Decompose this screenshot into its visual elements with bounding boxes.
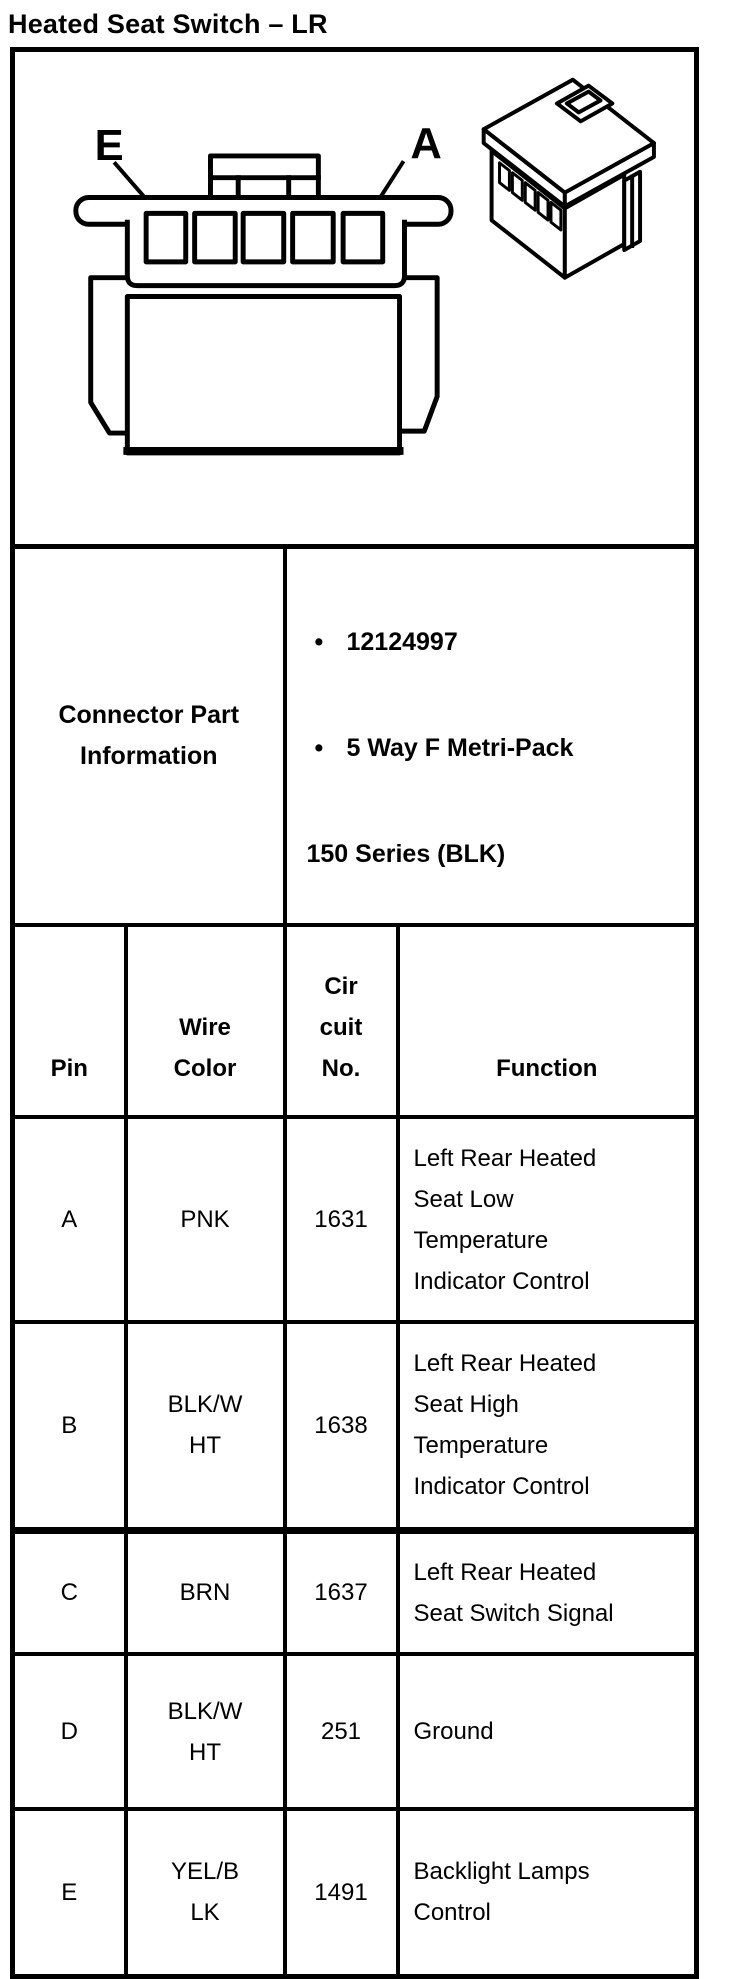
table-row: B BLK/W HT 1638 Left Rear Heated Seat Hi… (10, 1320, 699, 1534)
bullet-icon: • (314, 734, 324, 762)
circuit-no-cell: 1638 (282, 1320, 400, 1534)
table-row: C BRN 1637 Left Rear Heated Seat Switch … (10, 1528, 699, 1656)
right-wing (402, 275, 440, 434)
connector-part-info-row: Connector Part Information • 12124997 • … (10, 544, 699, 927)
left-wing (88, 275, 130, 436)
connector-series: 150 Series (BLK) (306, 840, 506, 868)
function-cell: Left Rear Heated Seat Low Temperature In… (395, 1115, 699, 1324)
table-row: A PNK 1631 Left Rear Heated Seat Low Tem… (10, 1115, 699, 1324)
pin-slot-e (143, 210, 189, 265)
header-wire-color: Wire Color (123, 923, 287, 1119)
wire-color-cell: BRN (123, 1528, 287, 1656)
connector-part-info-label: Connector Part Information (10, 544, 287, 927)
header-pin: Pin (10, 923, 128, 1119)
pin-slot-d (192, 210, 238, 265)
wire-color-cell: YEL/B LK (123, 1807, 287, 1978)
connector-front-view: E A (73, 77, 656, 456)
connector-part-info-details: • 12124997 • 5 Way F Metri-Pack 150 Seri… (282, 544, 699, 927)
pin-cell: D (10, 1652, 128, 1811)
table-row: D BLK/W HT 251 Ground (10, 1652, 699, 1811)
table-header-row: Pin Wire Color Cir cuit No. Function (10, 923, 699, 1119)
function-cell: Backlight Lamps Control (395, 1807, 699, 1978)
connector-3d-view (481, 77, 656, 280)
pin-a-label: A (410, 120, 441, 168)
wire-color-cell: PNK (123, 1115, 287, 1324)
latch-tab (208, 153, 321, 200)
function-cell: Left Rear Heated Seat Switch Signal (395, 1528, 699, 1656)
connector-type: 5 Way F Metri-Pack (346, 734, 574, 762)
pin-slot-b (290, 210, 336, 265)
pin-slots (143, 210, 386, 265)
pin-slot-a (340, 210, 386, 265)
pin-cell: E (10, 1807, 128, 1978)
connector-type-item: • 5 Way F Metri-Pack (307, 725, 685, 771)
connector-sheet: E A Connector Part Information • 1212499… (10, 47, 699, 1979)
circuit-no-cell: 251 (282, 1652, 400, 1811)
function-cell: Left Rear Heated Seat High Temperature I… (395, 1320, 699, 1534)
lower-housing (124, 294, 403, 456)
page-title: Heated Seat Switch – LR (8, 9, 328, 39)
wire-color-cell: BLK/W HT (123, 1652, 287, 1811)
circuit-no-cell: 1637 (282, 1528, 400, 1656)
iso-latch-inner (564, 89, 603, 115)
iso-pin-slots (498, 161, 563, 232)
header-circuit-no: Cir cuit No. (282, 923, 400, 1119)
part-number-item: • 12124997 (307, 619, 685, 665)
wire-color-cell: BLK/W HT (123, 1320, 287, 1534)
pin-cell: C (10, 1528, 128, 1656)
header-function: Function (395, 923, 699, 1119)
pin-cell: A (10, 1115, 128, 1324)
circuit-no-cell: 1631 (282, 1115, 400, 1324)
connector-diagram-panel: E A (10, 47, 699, 544)
circuit-no-cell: 1491 (282, 1807, 400, 1978)
table-row: E YEL/B LK 1491 Backlight Lamps Control (10, 1807, 699, 1978)
part-number: 12124997 (346, 628, 458, 656)
pin-cell: B (10, 1320, 128, 1534)
pin-slot-c (240, 210, 287, 265)
pin-table: Connector Part Information • 12124997 • … (10, 544, 699, 1979)
function-cell: Ground (395, 1652, 699, 1811)
iso-plate-top (481, 77, 656, 195)
pin-e-label: E (95, 122, 124, 170)
bullet-icon: • (314, 628, 324, 656)
